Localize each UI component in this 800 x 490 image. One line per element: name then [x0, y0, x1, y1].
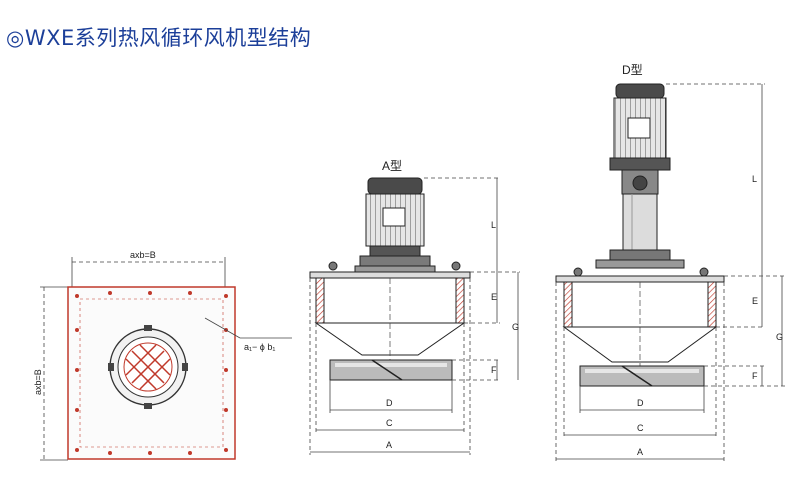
type-d-dim-C: C	[637, 423, 644, 433]
type-d-dim-A: A	[637, 447, 643, 457]
plan-side-dim-label: axb=B	[33, 369, 43, 395]
type-d-housing	[555, 275, 725, 283]
page-title: ◎WXE系列热风循环风机型结构	[6, 26, 312, 50]
type-a-fan: A型 L E	[309, 159, 520, 455]
plan-view: axb=B axb=B	[33, 250, 292, 461]
type-d-dim-F: F	[752, 371, 758, 381]
type-d-label: D型	[622, 63, 643, 77]
type-d-fan: D型	[555, 63, 785, 462]
type-a-dim-D: D	[386, 398, 393, 408]
type-a-dim-A: A	[386, 440, 392, 450]
type-d-motor-cap	[615, 83, 665, 99]
type-d-dim-L: L	[752, 174, 757, 184]
type-a-dim-E: E	[491, 292, 497, 302]
type-a-dim-G: G	[512, 322, 519, 332]
type-a-dim-L: L	[491, 220, 496, 230]
type-d-dim-E: E	[752, 296, 758, 306]
type-a-label: A型	[382, 159, 402, 173]
type-a-housing	[309, 271, 471, 279]
type-a-dim-C: C	[386, 418, 393, 428]
hole-note-label: a₁− ϕ b₁	[244, 342, 275, 352]
type-a-motor-cap	[367, 177, 423, 195]
type-d-column	[622, 193, 658, 251]
type-a-dim-F: F	[491, 365, 497, 375]
bolt-holes	[75, 291, 228, 455]
type-d-dim-G: G	[776, 332, 783, 342]
plan-top-dim-label: axb=B	[130, 250, 156, 260]
type-d-dim-D: D	[637, 398, 644, 408]
